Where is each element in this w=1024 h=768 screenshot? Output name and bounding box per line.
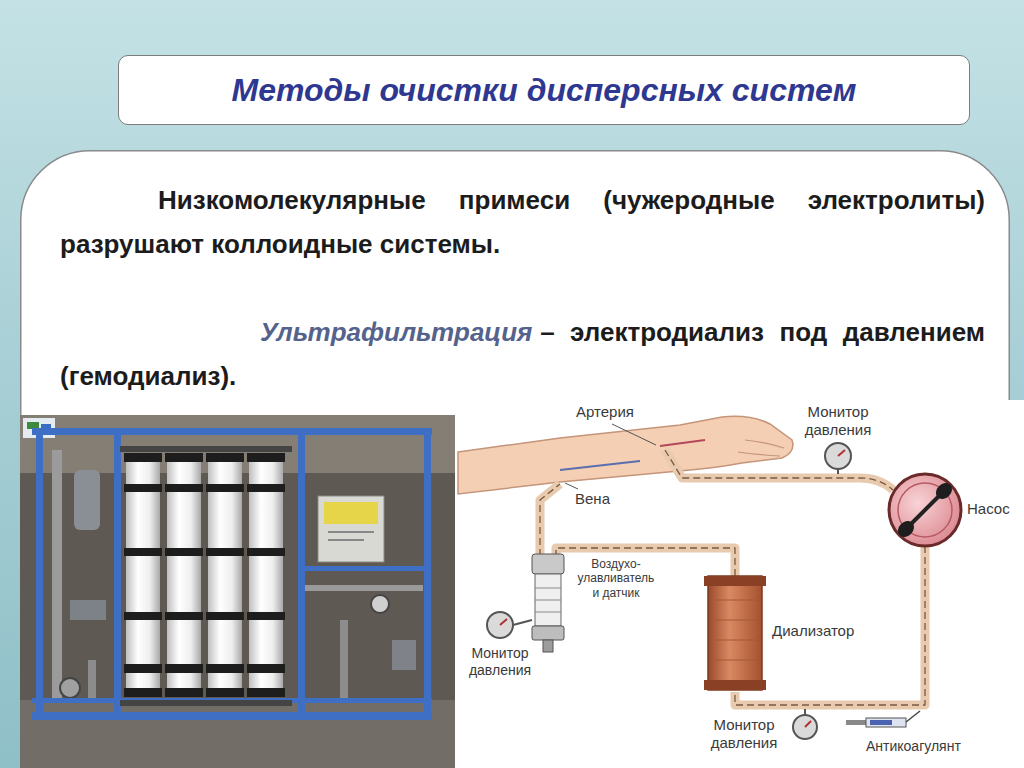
gauge-label: Монитор давления bbox=[700, 716, 788, 752]
part-label: Воздухо-улавливатель и датчик bbox=[573, 557, 659, 600]
dialyzer bbox=[704, 576, 766, 690]
gauge-label: Монитор давления bbox=[456, 645, 544, 679]
panel-shape bbox=[21, 151, 1010, 768]
body-text: Низкомолекулярные примеси (чужеродные эл… bbox=[60, 185, 985, 259]
panel-content: Низкомолекулярные примеси (чужеродные эл… bbox=[20, 150, 1010, 418]
part-label: Вена bbox=[575, 490, 625, 508]
slide-title: Методы очистки дисперсных систем bbox=[232, 72, 857, 109]
paragraph: Ультрафильтрация– электродиализ под давл… bbox=[60, 310, 985, 398]
title-box: Методы очистки дисперсных систем bbox=[118, 55, 970, 125]
part-label: Диализатор bbox=[772, 622, 882, 640]
pressure-gauges bbox=[487, 443, 851, 739]
part-label: Насос bbox=[967, 500, 1019, 518]
term-text: Ультрафильтрация bbox=[260, 317, 532, 347]
hemodialysis-scheme bbox=[455, 400, 1024, 768]
pump bbox=[889, 474, 961, 546]
blood-tubes bbox=[540, 450, 925, 705]
air-trap bbox=[532, 554, 564, 652]
syringe bbox=[846, 711, 920, 727]
paragraph: Низкомолекулярные примеси (чужеродные эл… bbox=[60, 178, 985, 266]
part-label: Артерия bbox=[576, 403, 656, 421]
ultrafiltration-photo bbox=[20, 415, 455, 768]
part-label: Антикоагулянт bbox=[866, 738, 1006, 755]
membrane-cylinders bbox=[124, 453, 285, 697]
gauge-label: Монитор давления bbox=[795, 403, 881, 439]
